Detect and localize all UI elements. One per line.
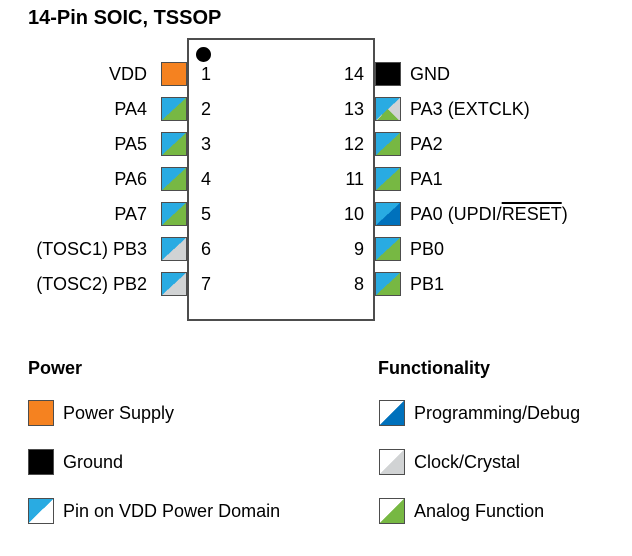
legend-swatch-analog-function [379, 498, 405, 524]
legend-functionality-heading: Functionality [378, 358, 490, 378]
pin-4-number: 4 [201, 169, 212, 189]
pin-8-label: PB1 [410, 274, 445, 294]
pin-14-number: 14 [343, 64, 364, 84]
pin-12-label: PA2 [410, 134, 443, 154]
pin-13-box [375, 97, 401, 121]
pin-7-number: 7 [201, 274, 212, 294]
pin-13-number: 13 [343, 99, 364, 119]
package-title: 14-Pin SOIC, TSSOP [28, 7, 222, 29]
pin-3-label: PA5 [114, 134, 147, 154]
legend-power-heading: Power [28, 358, 83, 378]
pin-9-number: 9 [353, 239, 364, 259]
pin-1-label: VDD [108, 64, 147, 84]
legend-swatch-vdd-domain [28, 498, 54, 524]
legend-swatch-ground [28, 449, 54, 475]
legend-label-ground: Ground [63, 452, 124, 472]
pin-1-box [161, 62, 187, 86]
pin-10-box [375, 202, 401, 226]
pin-2-number: 2 [201, 99, 212, 119]
legend-label-vdd-domain: Pin on VDD Power Domain [63, 501, 281, 521]
pin-9-box [375, 237, 401, 261]
pin-1-number: 1 [201, 64, 212, 84]
pin-6-box [161, 237, 187, 261]
pin-5-label: PA7 [114, 204, 147, 224]
pin-9-label: PB0 [410, 239, 445, 259]
pin-4-box [161, 167, 187, 191]
pin-14-box [375, 62, 401, 86]
legend-swatch-power-supply [28, 400, 54, 426]
pin-2-label: PA4 [114, 99, 147, 119]
pin-10-number: 10 [343, 204, 364, 224]
pin-3-number: 3 [201, 134, 212, 154]
pin-6-number: 6 [201, 239, 212, 259]
pin-10-label: PA0 (UPDI/RESET) [410, 202, 568, 226]
pin-4-label: PA6 [114, 169, 147, 189]
pin-7-label: (TOSC2) PB2 [36, 274, 147, 294]
legend-label-clock-crystal: Clock/Crystal [414, 452, 521, 472]
pin-11-number: 11 [345, 169, 364, 189]
pin-5-box [161, 202, 187, 226]
pin-8-number: 8 [353, 274, 364, 294]
pin-11-box [375, 167, 401, 191]
pin-3-box [161, 132, 187, 156]
pin-7-box [161, 272, 187, 296]
pin1-indicator-dot [196, 47, 211, 62]
pin-2-box [161, 97, 187, 121]
pin-10-label-suffix: ) [561, 204, 568, 224]
pin-11-label: PA1 [410, 169, 443, 189]
pin-12-box [375, 132, 401, 156]
pin-10-label-overline: RESET [501, 204, 562, 224]
legend-swatch-clock-crystal [379, 449, 405, 475]
pin-8-box [375, 272, 401, 296]
legend-swatch-programming-debug [379, 400, 405, 426]
legend-label-power-supply: Power Supply [63, 403, 175, 423]
pin-13-label: PA3 (EXTCLK) [410, 99, 530, 119]
pin-10-label-prefix: PA0 (UPDI/ [410, 204, 502, 224]
pin-12-number: 12 [343, 134, 364, 154]
pin-6-label: (TOSC1) PB3 [36, 239, 147, 259]
legend-label-programming-debug: Programming/Debug [414, 403, 581, 423]
pin-14-label: GND [410, 64, 450, 84]
pin-5-number: 5 [201, 204, 212, 224]
legend-label-analog-function: Analog Function [414, 501, 545, 521]
chip-body [187, 38, 375, 321]
